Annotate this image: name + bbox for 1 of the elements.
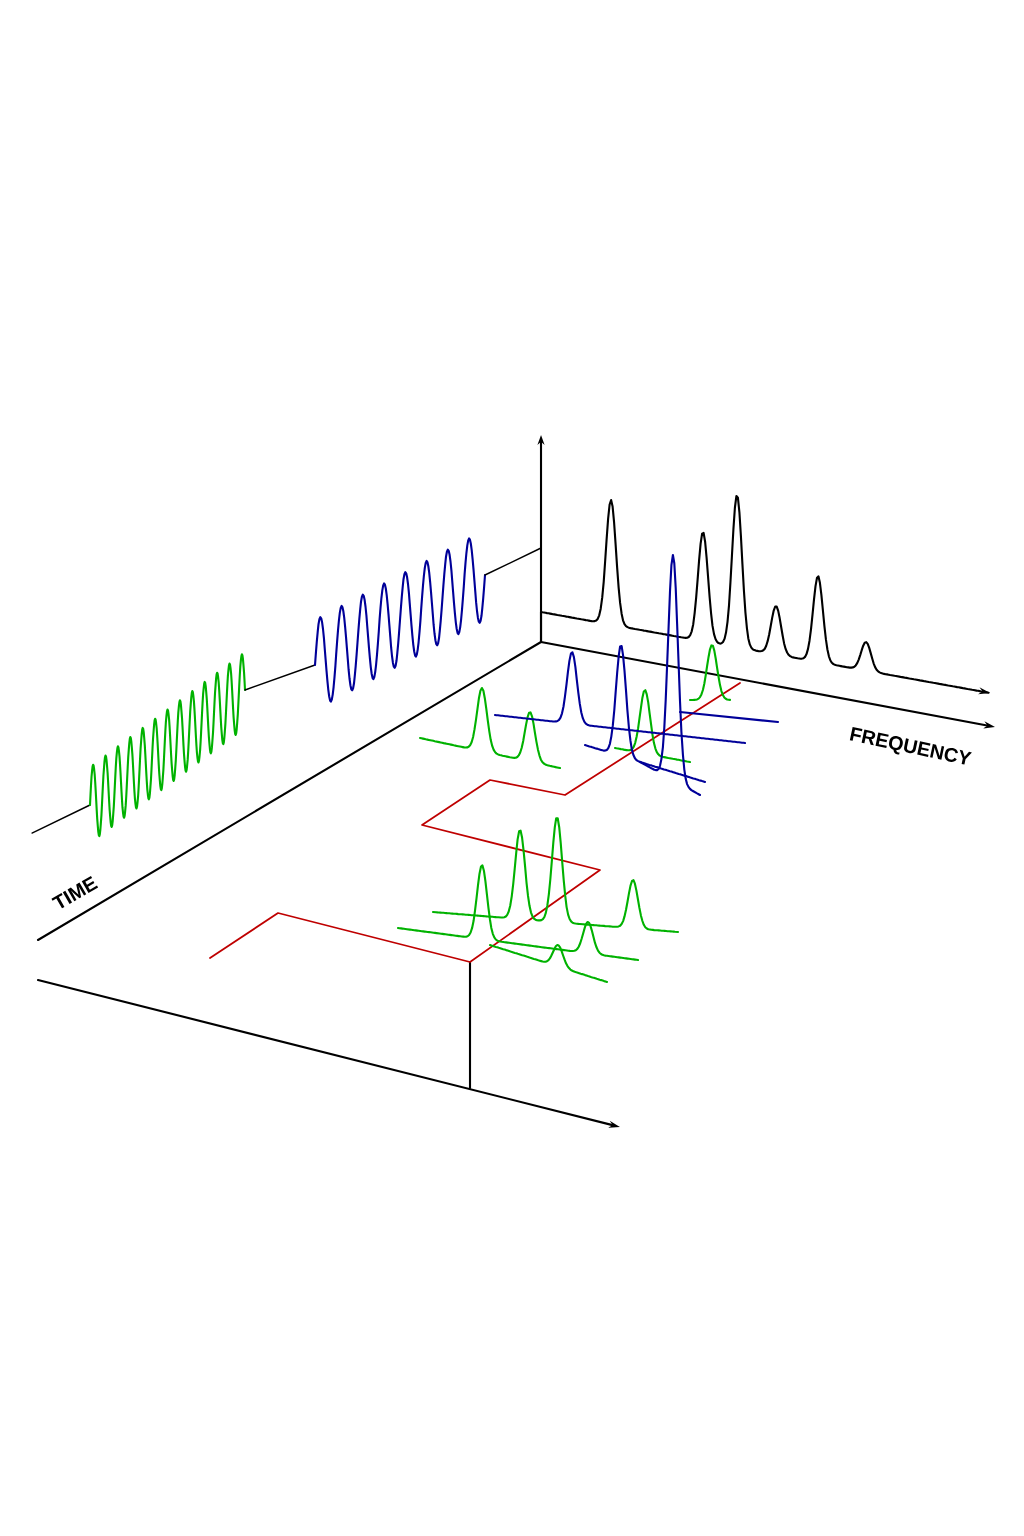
axis-label: TIME [51,876,99,909]
